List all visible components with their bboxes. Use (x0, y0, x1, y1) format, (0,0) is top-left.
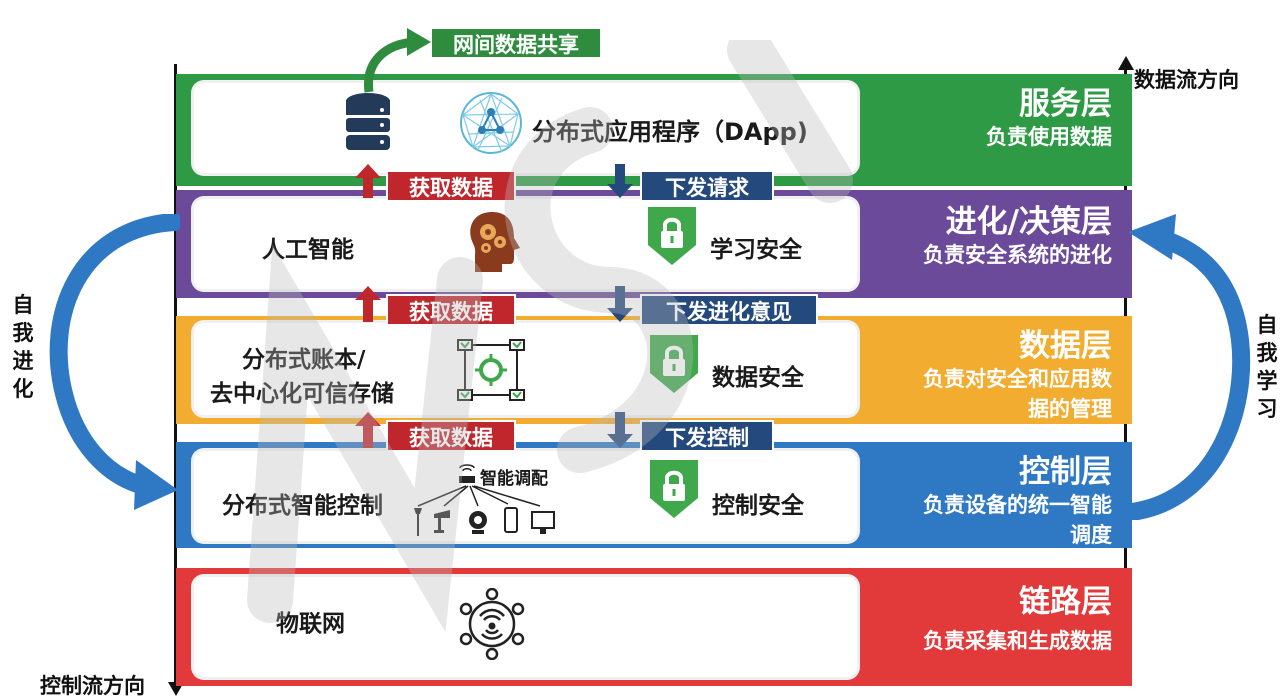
self-learning-char-2: 我 (1256, 341, 1278, 365)
control-layer-desc-line2: 调度 (1070, 523, 1112, 547)
iot-hub-icon (459, 588, 525, 660)
dapp-label: 分布式应用程序（DApp) (532, 118, 808, 146)
self-learning-char-3: 学 (1256, 369, 1278, 393)
up-arrow-icon-1 (355, 164, 381, 198)
control-layer-label: 控制层 负责设备的统一智能 调度 (862, 446, 1130, 550)
learning-security-label: 学习安全 (710, 237, 802, 263)
data-flow-label: 数据流方向 (1134, 68, 1239, 92)
smart-control-label: 分布式智能控制 (222, 493, 383, 519)
data-security-shield-icon (650, 335, 698, 393)
down-control-tag: 下发控制 (640, 420, 774, 452)
link-layer-title: 链路层 (1019, 584, 1112, 620)
ai-head-gears-icon (470, 212, 520, 272)
evolution-card (191, 196, 860, 292)
self-learning-curve-arrow-icon (1126, 214, 1251, 520)
data-flow-arrowhead-icon (1118, 56, 1134, 70)
control-layer-desc-line1: 负责设备的统一智能 (923, 493, 1112, 517)
link-layer-label: 链路层 负责采集和生成数据 (862, 576, 1130, 656)
iot-label: 物联网 (276, 611, 345, 637)
down-arrow-icon-3 (607, 412, 633, 448)
get-data-tag-2: 获取数据 (386, 294, 516, 326)
get-data-tag-1: 获取数据 (386, 170, 516, 202)
down-request-tag: 下发请求 (640, 170, 774, 202)
dapp-network-sphere-icon (460, 92, 522, 154)
service-card (191, 80, 860, 176)
up-arrow-icon-2 (355, 286, 381, 322)
down-arrow-icon-2 (607, 286, 633, 322)
data-layer-desc-line2: 据的管理 (1028, 397, 1112, 421)
self-learning-char-1: 自 (1256, 313, 1278, 337)
data-layer-title: 数据层 (1019, 328, 1112, 364)
ai-label: 人工智能 (262, 237, 354, 263)
control-flow-axis-line (174, 64, 177, 684)
control-security-shield-icon (650, 460, 698, 518)
link-card (191, 574, 860, 680)
evolution-layer-title: 进化/决策层 (945, 204, 1112, 240)
data-layer-desc-line1: 负责对安全和应用数 (923, 367, 1112, 391)
control-card (191, 448, 860, 544)
database-icon (346, 93, 390, 150)
control-flow-label: 控制流方向 (40, 674, 145, 698)
down-arrow-icon-1 (607, 164, 633, 198)
device-tree-icon (414, 485, 555, 536)
ledger-label-line2: 去中心化可信存储 (210, 381, 394, 407)
service-layer-label: 服务层 负责使用数据 (862, 78, 1130, 152)
data-security-label: 数据安全 (712, 365, 804, 391)
self-evolution-char-1: 自 (12, 293, 34, 317)
get-data-tag-3: 获取数据 (386, 420, 516, 452)
self-evolution-char-2: 我 (12, 321, 34, 345)
evolution-layer-desc: 负责安全系统的进化 (923, 243, 1112, 267)
distributed-network-icon (457, 339, 525, 401)
ledger-label-line1: 分布式账本/ (242, 347, 366, 373)
data-card (191, 320, 860, 418)
control-layer-title: 控制层 (1019, 454, 1112, 490)
control-security-label: 控制安全 (712, 493, 804, 519)
up-arrow-icon-3 (355, 412, 381, 448)
self-evolution-char-3: 进 (12, 349, 34, 373)
data-layer-label: 数据层 负责对安全和应用数 据的管理 (862, 320, 1130, 424)
self-learning-char-4: 习 (1256, 397, 1278, 421)
router-icon (459, 464, 475, 483)
data-sharing-tag: 网间数据共享 (430, 27, 602, 59)
evolution-layer-label: 进化/决策层 负责安全系统的进化 (862, 196, 1130, 270)
service-layer-title: 服务层 (1019, 86, 1112, 122)
smart-dispatch-label: 智能调配 (480, 469, 548, 489)
down-evolution-tag: 下发进化意见 (640, 294, 818, 326)
curved-share-arrow-icon (364, 28, 431, 93)
self-evolution-curve-arrow-icon (49, 214, 180, 510)
learning-security-shield-icon (648, 207, 696, 265)
self-evolution-char-4: 化 (12, 377, 34, 401)
link-layer-desc: 负责采集和生成数据 (923, 629, 1112, 653)
service-layer-desc: 负责使用数据 (986, 125, 1112, 149)
